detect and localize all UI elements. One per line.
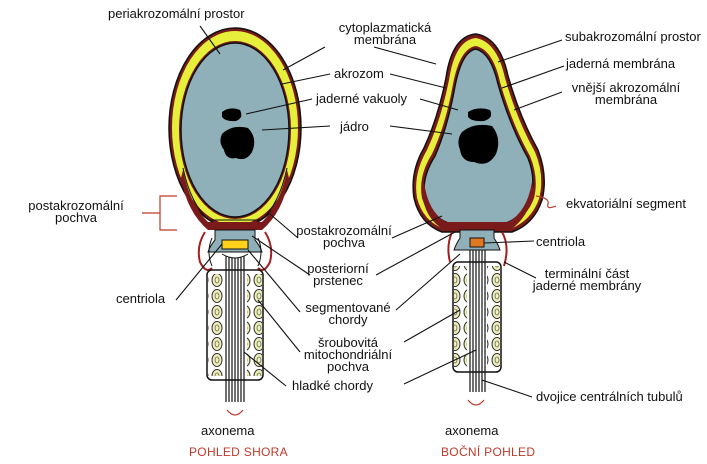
right-axonema-bracket bbox=[468, 400, 484, 405]
right-vacuole-large bbox=[458, 125, 498, 164]
label-postakrozomalni-pochva-left: postakrozomální pochva bbox=[6, 200, 146, 224]
left-axoneme bbox=[226, 254, 244, 402]
left-axonema-bracket bbox=[227, 410, 243, 415]
right-centriole bbox=[470, 238, 484, 247]
label-jaderna-membrana: jaderná membrána bbox=[566, 58, 675, 70]
view-title-top: POHLED SHORA bbox=[189, 445, 288, 459]
label-vnejsi-akrozomalni-membrana: vnější akrozomální membrána bbox=[556, 82, 696, 106]
label-centriola-left: centriola bbox=[116, 293, 165, 305]
label-posteriorni-prstenec: posteriorní prstenec bbox=[298, 263, 378, 287]
right-vacuole-small bbox=[468, 108, 491, 121]
left-sperm bbox=[169, 28, 301, 415]
label-centriola-right: centriola bbox=[536, 236, 585, 248]
label-segmentovane-chordy: segmentované chordy bbox=[296, 302, 400, 326]
label-jaderne-vakuoly: jaderné vakuoly bbox=[316, 93, 407, 105]
view-title-side: BOČNÍ POHLED bbox=[441, 445, 535, 459]
left-centriole bbox=[222, 240, 248, 249]
label-dvojice-tubulu: dvojice centrálních tubulů bbox=[536, 391, 683, 403]
label-cytoplazmaticka-membrana: cytoplazmatická membrána bbox=[330, 22, 440, 46]
label-terminalni-cast: terminální část jaderné membrány bbox=[522, 268, 652, 292]
label-postakrozomalni-pochva-mid: postakrozomální pochva bbox=[292, 225, 396, 249]
label-axonema-left: axonema bbox=[201, 425, 254, 437]
label-akrozom: akrozom bbox=[334, 68, 384, 80]
left-vacuole-small bbox=[222, 108, 241, 121]
label-ekvatorialni-segment: ekvatoriální segment bbox=[566, 198, 686, 210]
label-sroubovita-pochva: šroubovitá mitochondriální pochva bbox=[288, 337, 408, 373]
label-periakrozomalni-prostor: periakrozomální prostor bbox=[108, 8, 245, 20]
label-hladke-chordy: hladké chordy bbox=[292, 380, 373, 392]
label-axonema-right: axonema bbox=[445, 425, 498, 437]
label-subakrozomalni-prostor: subakrozomální prostor bbox=[565, 31, 701, 43]
label-jadro: jádro bbox=[340, 121, 369, 133]
